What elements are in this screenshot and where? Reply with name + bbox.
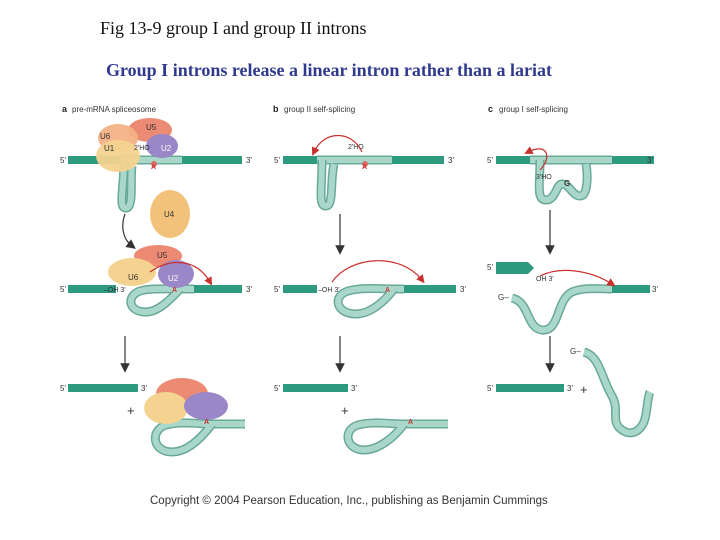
svg-text:U5: U5 [157, 251, 168, 260]
svg-text:A: A [204, 419, 209, 426]
exon-3prime [182, 156, 242, 164]
figure-subtitle: Group I introns release a linear intron … [106, 60, 553, 80]
svg-text:U6: U6 [128, 273, 139, 282]
svg-text:U2: U2 [168, 274, 179, 283]
panel-a-row3: 5' 3' + A [60, 378, 245, 457]
svg-text:OH 3': OH 3' [536, 276, 554, 283]
svg-text:G–: G– [570, 347, 581, 356]
panel-a-letter: a [62, 104, 68, 114]
svg-text:A: A [408, 419, 413, 426]
exon-5prime [68, 156, 120, 164]
svg-text:–OH 3': –OH 3' [104, 287, 126, 294]
svg-text:3': 3' [141, 384, 147, 393]
svg-text:3': 3' [647, 156, 653, 165]
svg-text:3'HO: 3'HO [536, 174, 552, 181]
panel-b-row2: 5' 3' –OH 3' A [274, 260, 466, 373]
panel-c-letter: c [488, 104, 493, 114]
u1-snrnp [96, 140, 140, 172]
panel-c-row1: 5' 3' 3'HO G [487, 146, 654, 255]
panel-b-label: group II self-splicing [284, 105, 355, 114]
svg-text:U2: U2 [161, 144, 172, 153]
label-3prime: 3' [246, 156, 252, 165]
u4-snrnp [150, 190, 190, 238]
svg-text:5': 5' [60, 285, 66, 294]
svg-text:U6: U6 [100, 132, 111, 141]
panel-c-row3: 5' 3' + G– [487, 347, 655, 438]
svg-text:A: A [362, 164, 367, 171]
panel-b-header: b group II self-splicing [273, 104, 355, 114]
svg-text:+: + [341, 403, 349, 418]
panel-b-row1: 5' 3' 2'HO A [274, 135, 454, 255]
svg-text:+: + [580, 382, 588, 397]
svg-text:3': 3' [652, 285, 658, 294]
branch-a: A [151, 164, 156, 171]
panel-a-row1: 5' 3' U5 U6 U1 U2 2'HO A U4 [60, 118, 252, 249]
svg-text:3': 3' [448, 156, 454, 165]
label-2ho: 2'HO [134, 145, 150, 152]
u2-snrnp [146, 134, 178, 158]
svg-text:U1: U1 [104, 144, 115, 153]
panel-c-label: group I self-splicing [499, 105, 568, 114]
panel-c-header: c group I self-splicing [488, 104, 568, 114]
svg-text:U5: U5 [146, 123, 157, 132]
svg-text:–OH 3': –OH 3' [318, 287, 340, 294]
copyright-notice: Copyright © 2004 Pearson Education, Inc.… [150, 495, 548, 507]
panel-b-row3: 5' 3' + A [274, 384, 448, 455]
panel-a-header: a pre-mRNA spliceosome [62, 104, 157, 114]
svg-text:5': 5' [487, 156, 493, 165]
panel-a-row2: 5' 3' –OH 3' U5 U6 U2 A [60, 245, 252, 373]
svg-text:3': 3' [246, 285, 252, 294]
panel-c-row2: 5' OH 3' 3' G– [487, 262, 658, 373]
svg-text:3': 3' [460, 285, 466, 294]
svg-text:5': 5' [60, 384, 66, 393]
panel-a-label: pre-mRNA spliceosome [72, 105, 157, 114]
svg-text:A: A [172, 287, 177, 294]
figure-title: Fig 13-9 group I and group II introns [100, 18, 367, 38]
svg-text:5': 5' [487, 263, 493, 272]
svg-text:+: + [127, 403, 135, 418]
svg-text:G–: G– [498, 293, 509, 302]
svg-text:3': 3' [351, 384, 357, 393]
svg-text:A: A [385, 287, 390, 294]
svg-text:5': 5' [274, 384, 280, 393]
svg-text:5': 5' [274, 285, 280, 294]
svg-text:3': 3' [567, 384, 573, 393]
panel-b-letter: b [273, 104, 279, 114]
svg-text:5': 5' [274, 156, 280, 165]
svg-text:G: G [564, 179, 570, 188]
svg-text:5': 5' [487, 384, 493, 393]
svg-text:2'HO: 2'HO [348, 144, 364, 151]
svg-text:U4: U4 [164, 210, 175, 219]
label-5prime: 5' [60, 156, 66, 165]
